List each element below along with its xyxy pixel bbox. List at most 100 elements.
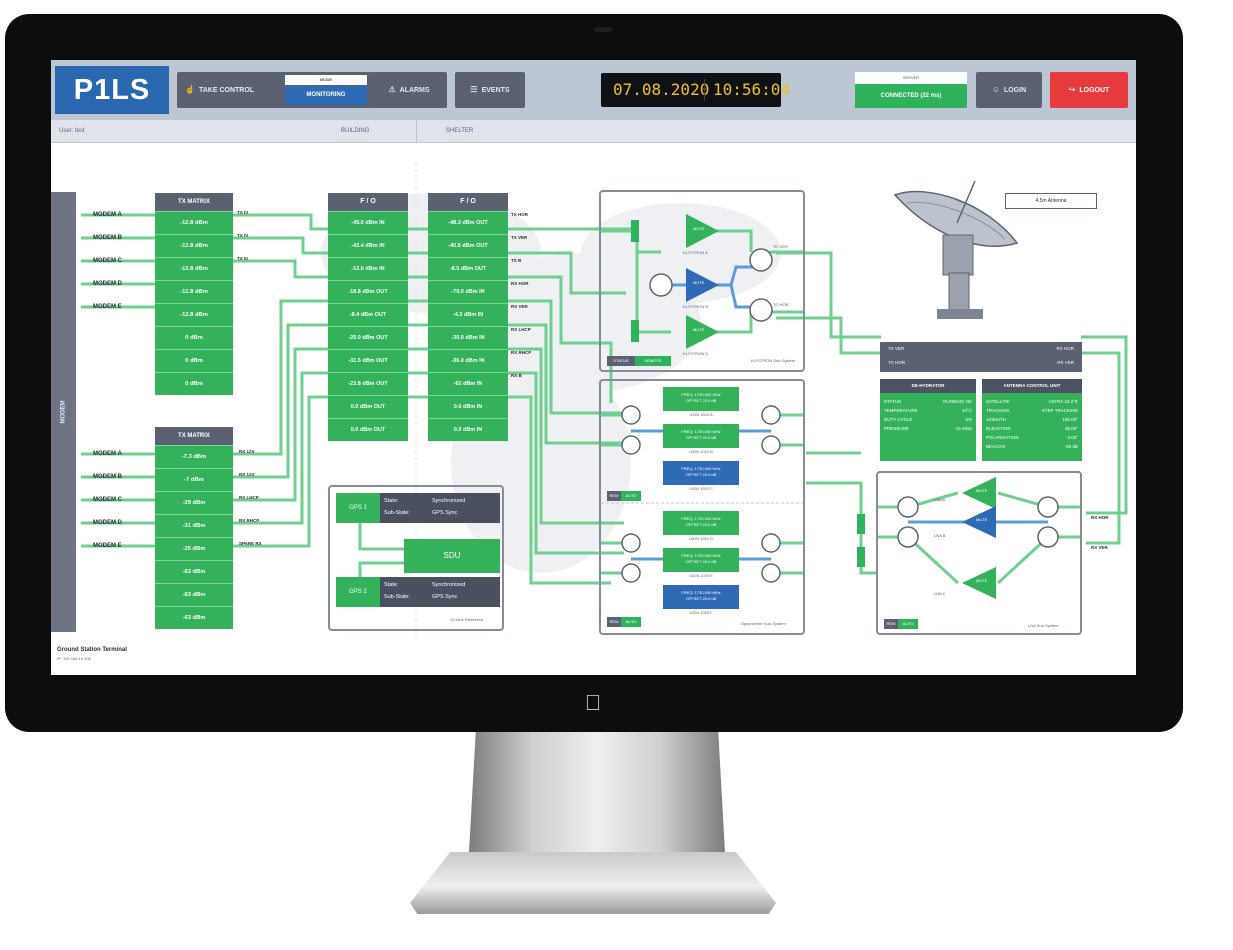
events-button[interactable]: ☰EVENTS: [455, 72, 525, 108]
take-control-button[interactable]: ☝TAKE CONTROL MODE MONITORING: [177, 72, 373, 108]
rx-modem-e-label: MODEM E: [93, 543, 122, 549]
rx-matrix-cell[interactable]: -63 dBm: [155, 583, 233, 606]
logout-label: LOGOUT: [1079, 87, 1110, 94]
gps-1-tag[interactable]: GPS 1: [336, 493, 380, 523]
fo1-cell[interactable]: -23.8 dBm OUT: [328, 372, 408, 395]
fo2-cell[interactable]: 0.0 dBm IN: [428, 395, 508, 418]
tx-matrix-title: TX MATRIX: [155, 193, 233, 211]
rx-matrix-cell[interactable]: -7.3 dBm: [155, 445, 233, 468]
lna-mode[interactable]: AUTO: [898, 619, 918, 629]
tx-matrix-cell[interactable]: -12.8 dBm: [155, 303, 233, 326]
tx-matrix-cell[interactable]: -12.8 dBm: [155, 211, 233, 234]
fo2-cell[interactable]: -40.6 dBm OUT: [428, 234, 508, 257]
klystron-a-mute[interactable]: MUTE: [693, 226, 705, 231]
exit-icon: ↪: [1068, 85, 1076, 94]
fo2-cell[interactable]: -8.5 dBm OUT: [428, 257, 508, 280]
login-label: LOGIN: [1004, 87, 1027, 94]
footer-title: Ground Station Terminal: [57, 647, 127, 653]
tx-output-label: TX IV: [237, 210, 249, 215]
klystron-b-mute[interactable]: MUTE: [693, 280, 705, 285]
fo1-cell[interactable]: -18.8 dBm OUT: [328, 280, 408, 303]
tx-modem-b-label: MODEM B: [93, 235, 122, 241]
sdu-box[interactable]: SDU: [404, 539, 500, 573]
fo1-cell[interactable]: 0.0 dBm OUT: [328, 395, 408, 418]
fo2-cell[interactable]: -30.0 dBm IN: [428, 326, 508, 349]
upconverter-bottom-mode[interactable]: AUTO: [621, 617, 641, 627]
building-tab[interactable]: BUILDING: [341, 128, 370, 134]
upconverter-top-mode[interactable]: AUTO: [621, 491, 641, 501]
fo2-cell[interactable]: -48.3 dBm OUT: [428, 211, 508, 234]
klystron-c-mute[interactable]: MUTE: [693, 327, 705, 332]
fo1-cell[interactable]: 0.0 dBm OUT: [328, 418, 408, 441]
fo1-cell[interactable]: -29.0 dBm OUT: [328, 326, 408, 349]
fo2-cell[interactable]: -79.0 dBm IN: [428, 280, 508, 303]
fo2-cell[interactable]: -4.3 dBm IN: [428, 303, 508, 326]
lna-subsystem-name: LNA Sub-System: [1028, 623, 1059, 628]
events-label: EVENTS: [481, 87, 510, 94]
shelter-tab[interactable]: SHELTER: [446, 128, 474, 134]
alarms-button[interactable]: ⚠ALARMS: [371, 72, 447, 108]
monitor-stand: [468, 732, 726, 870]
fo2-output-label: RX LHCP: [511, 327, 531, 332]
lna-a-mute[interactable]: MUTE: [976, 488, 988, 493]
fo2-cell[interactable]: 0.0 dBm IN: [428, 418, 508, 441]
tx-matrix-cell[interactable]: -12.8 dBm: [155, 257, 233, 280]
lna-subsystem: MUTE MUTE MUTE LNA A LNA B LNA C REM AUT…: [876, 471, 1082, 635]
mode-label: MODE: [285, 75, 367, 85]
gps-2-tag[interactable]: GPS 2: [336, 577, 380, 607]
rx-matrix-cell[interactable]: -7 dBm: [155, 468, 233, 491]
klystron-status-value[interactable]: REMOTE: [635, 356, 671, 366]
logout-button[interactable]: ↪LOGOUT: [1050, 72, 1128, 108]
tx-matrix-cell[interactable]: -12.8 dBm: [155, 234, 233, 257]
fo2-title: F / O: [428, 193, 508, 211]
fo1-cell[interactable]: -8.4 dBm OUT: [328, 303, 408, 326]
lna-b-mute[interactable]: MUTE: [976, 517, 988, 522]
fo1-cell[interactable]: -42.4 dBm IN: [328, 234, 408, 257]
fo2-cell[interactable]: -62 dBm IN: [428, 372, 508, 395]
fo1-cell[interactable]: -45.0 dBm IN: [328, 211, 408, 234]
list-icon: ☰: [470, 85, 478, 94]
rx-matrix-cell[interactable]: -63 dBm: [155, 560, 233, 583]
camera: [594, 27, 612, 32]
klystron-schematic: [601, 214, 803, 349]
gps-1-info: State:Synchronized Sub-State:GPS Sync: [380, 493, 500, 523]
rx-modem-b-label: MODEM B: [93, 474, 122, 480]
rx-matrix: TX MATRIX -7.3 dBm -7 dBm -29 dBm -31 dB…: [155, 427, 233, 631]
antenna-ports: TX VER RX HOR TX HOR RX VER: [880, 342, 1082, 372]
lna-status: REM: [884, 619, 898, 629]
rx-matrix-cell[interactable]: -63 dBm: [155, 606, 233, 629]
rx-matrix-cell[interactable]: -31 dBm: [155, 514, 233, 537]
upconverter-schematic: [601, 405, 803, 583]
rx-matrix-cell[interactable]: -29 dBm: [155, 491, 233, 514]
fo1-cell[interactable]: -12.0 dBm IN: [328, 257, 408, 280]
tx-matrix-cell[interactable]: 0 dBm: [155, 326, 233, 349]
fo2-cell[interactable]: -36.0 dBm IN: [428, 349, 508, 372]
upconverter-subsystem-name: Upconverter Sub-System: [741, 621, 786, 626]
klystron-out-ver: TO VER: [773, 244, 788, 249]
tx-matrix-cell[interactable]: 0 dBm: [155, 349, 233, 372]
klystron-subsystem: MUTE MUTE MUTE KLYSTRON A KLYSTRON B KLY…: [599, 190, 805, 372]
tx-matrix-cell[interactable]: 0 dBm: [155, 372, 233, 395]
waveguide-switch-2[interactable]: [857, 547, 865, 567]
login-button[interactable]: ☺LOGIN: [976, 72, 1042, 108]
tx-matrix-cell[interactable]: -12.8 dBm: [155, 280, 233, 303]
subheader: User: test BUILDING SHELTER: [51, 120, 1136, 143]
waveguide-switch-1[interactable]: [857, 514, 865, 534]
rx-matrix-title: TX MATRIX: [155, 427, 233, 445]
lna-c-mute[interactable]: MUTE: [976, 578, 988, 583]
rx-matrix-cell[interactable]: -25 dBm: [155, 537, 233, 560]
fiber-optic-panel-1: F / O -45.0 dBm IN -42.4 dBm IN -12.0 dB…: [328, 193, 408, 443]
tx-modem-a-label: MODEM A: [93, 212, 122, 218]
fo1-cell[interactable]: -31.5 dBm OUT: [328, 349, 408, 372]
system-diagram: MODEM MODEM A MODEM B MODEM C MODEM D MO…: [51, 143, 1136, 675]
